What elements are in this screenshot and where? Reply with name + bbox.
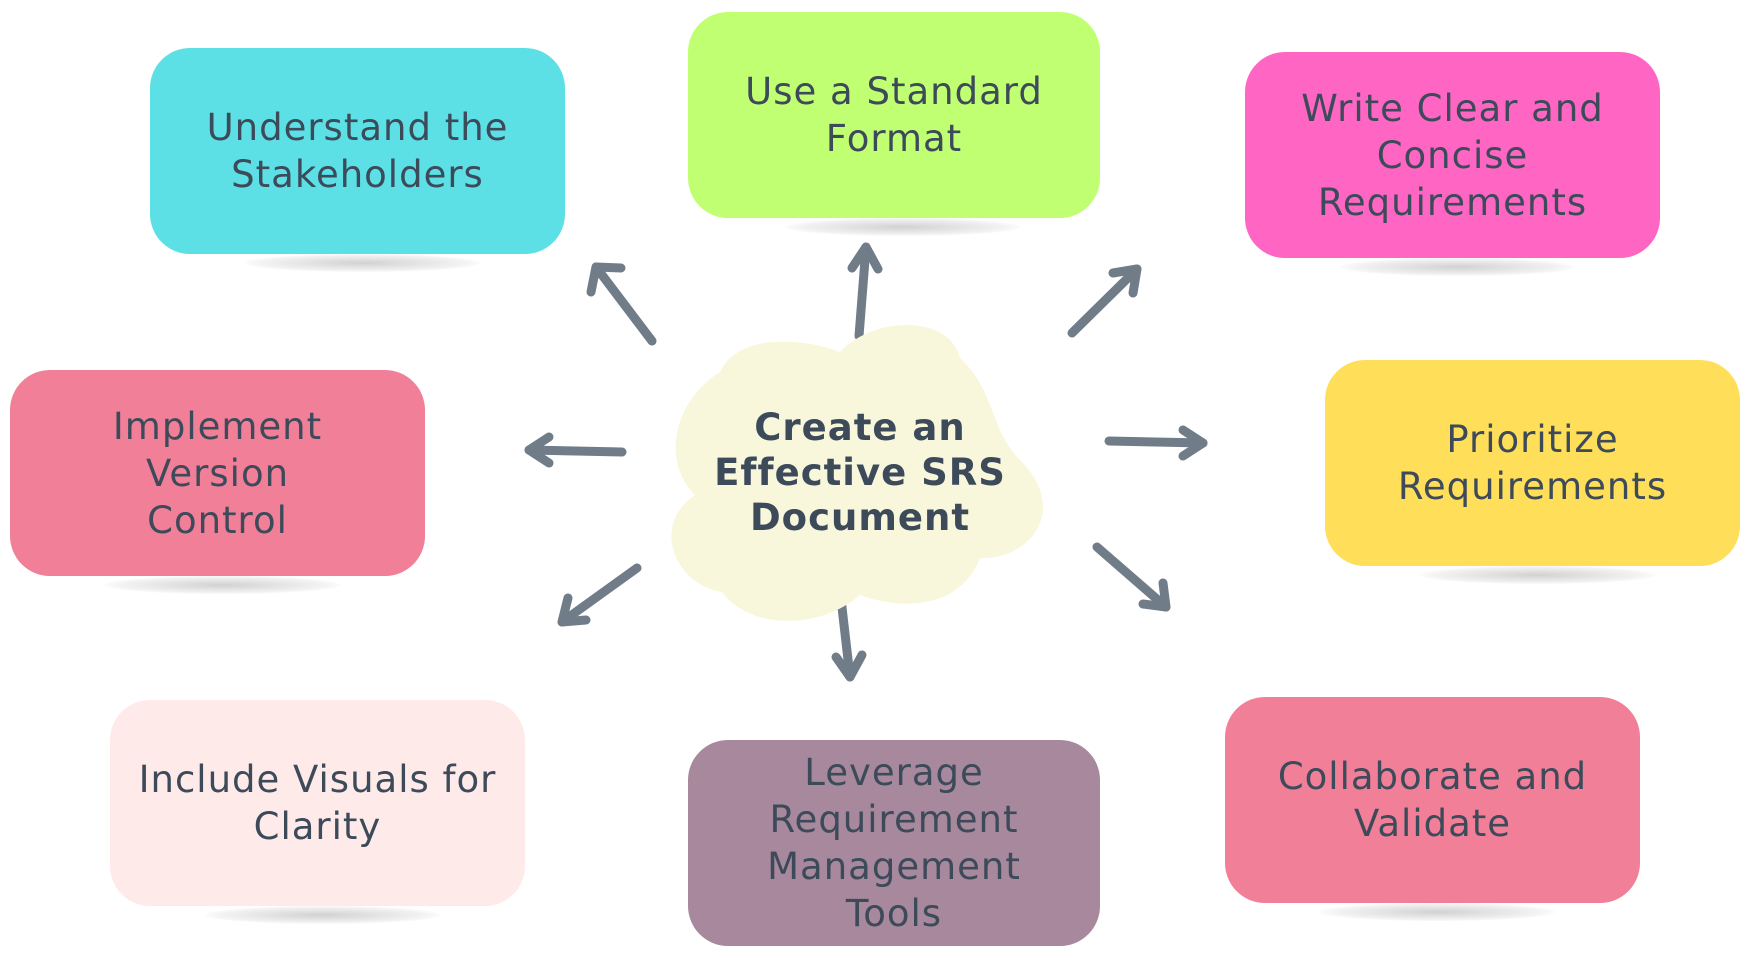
node-label-line: Management Tools <box>767 845 1021 935</box>
node-include-visuals: Include Visuals for Clarity <box>110 700 525 906</box>
arrow-to-visuals <box>557 563 642 627</box>
node-label-line: Requirements <box>1317 180 1588 224</box>
central-topic-label: Create an Effective SRS Document <box>660 310 1060 635</box>
node-prioritize-requirements: Prioritize Requirements <box>1325 360 1740 566</box>
central-line-1: Create an <box>754 406 966 449</box>
node-label-line: Understand the <box>206 106 509 149</box>
node-shadow <box>245 254 480 272</box>
node-write-clear-concise: Write Clear and Concise Requirements <box>1245 52 1660 258</box>
central-line-3: Document <box>749 496 971 539</box>
node-label-line: Write Clear and <box>1301 86 1604 130</box>
arrow-to-prioritize <box>1104 425 1208 461</box>
node-shadow <box>785 218 1020 236</box>
arrow-to-version <box>524 432 627 468</box>
node-shadow <box>105 576 340 594</box>
node-label-line: Stakeholders <box>231 153 484 196</box>
node-shadow <box>205 906 440 924</box>
node-label-line: Control <box>147 498 288 542</box>
central-blob-shape <box>671 324 1043 621</box>
node-collaborate-validate: Collaborate and Validate <box>1225 697 1640 903</box>
node-label-line: Use a Standard <box>745 70 1043 113</box>
node-use-standard-format: Use a Standard Format <box>688 12 1100 218</box>
node-label-line: Implement Version <box>112 404 323 495</box>
node-label-line: Include Visuals for <box>138 758 497 801</box>
node-label-line: Requirements <box>1397 465 1668 508</box>
node-label-line: Prioritize <box>1446 418 1619 461</box>
arrow-to-write <box>1067 264 1142 338</box>
node-implement-version-control: Implement Version Control <box>10 370 425 576</box>
node-label-line: Format <box>825 117 963 160</box>
node-label-line: Requirement <box>769 798 1019 841</box>
node-label-line: Concise <box>1376 133 1529 177</box>
node-label-line: Collaborate and <box>1277 755 1588 798</box>
node-leverage-tools: Leverage Requirement Management Tools <box>688 740 1100 946</box>
central-line-2: Effective SRS <box>714 451 1006 494</box>
node-label-line: Validate <box>1353 802 1512 845</box>
arrow-to-collaborate <box>1092 542 1171 612</box>
arrow-to-standard <box>847 242 883 341</box>
node-shadow <box>1320 903 1555 921</box>
central-topic: Create an Effective SRS Document <box>660 310 1060 635</box>
node-shadow <box>1420 566 1655 584</box>
node-label-line: Clarity <box>253 805 382 848</box>
node-label-line: Leverage <box>804 751 984 794</box>
node-understand-stakeholders: Understand the Stakeholders <box>150 48 565 254</box>
arrow-to-stakeholders <box>586 262 657 346</box>
node-shadow <box>1340 258 1575 276</box>
